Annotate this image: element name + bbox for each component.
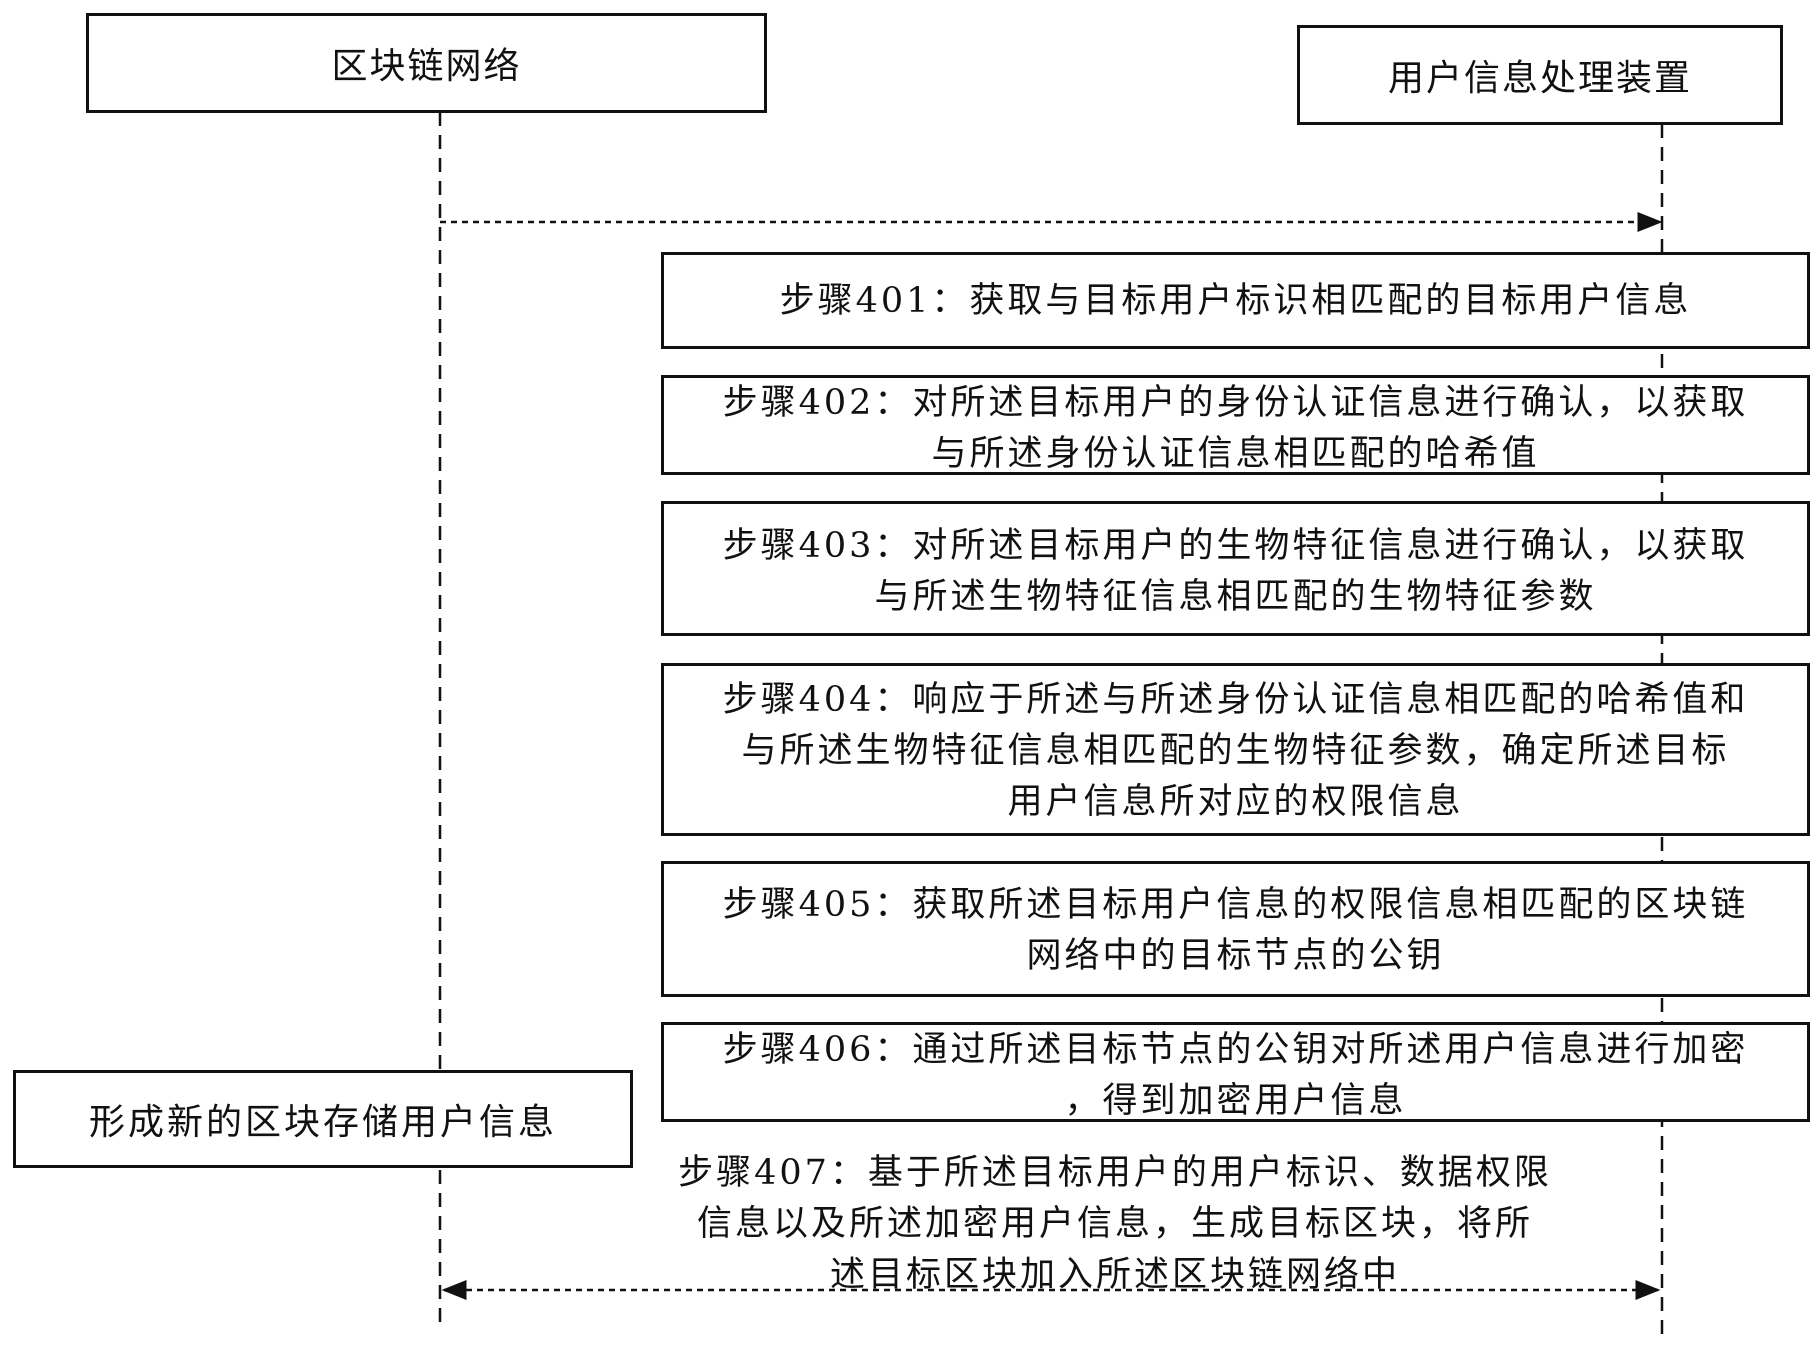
step-406-line-2: ，得到加密用户信息 [1064,1081,1407,1121]
step-405-box: 步骤405：获取所述目标用户信息的权限信息相匹配的区块链 网络中的目标节点的公钥 [661,861,1810,997]
participant-processor-label: 用户信息处理装置 [1387,58,1692,99]
new-block-box: 形成新的区块存储用户信息 [13,1070,633,1168]
step-403-box: 步骤403：对所述目标用户的生物特征信息进行确认，以获取 与所述生物特征信息相匹… [661,501,1810,636]
step-403-line-2: 与所述生物特征信息相匹配的生物特征参数 [874,577,1597,617]
step-404-line-1: 步骤404：响应于所述与所述身份认证信息相匹配的哈希值和 [722,680,1749,720]
new-block-label: 形成新的区块存储用户信息 [88,1102,557,1143]
step-401-line-1: 步骤401：获取与目标用户标识相匹配的目标用户信息 [779,281,1692,321]
step-404-box: 步骤404：响应于所述与所述身份认证信息相匹配的哈希值和 与所述生物特征信息相匹… [661,663,1810,836]
participant-blockchain-label: 区块链网络 [331,46,522,87]
step-403-line-1: 步骤403：对所述目标用户的生物特征信息进行确认，以获取 [722,526,1749,566]
step-402-line-1: 步骤402：对所述目标用户的身份认证信息进行确认，以获取 [722,383,1749,423]
step-402-box: 步骤402：对所述目标用户的身份认证信息进行确认，以获取 与所述身份认证信息相匹… [661,375,1810,475]
step-405-line-1: 步骤405：获取所述目标用户信息的权限信息相匹配的区块链 [722,885,1749,925]
step-404-line-2: 与所述生物特征信息相匹配的生物特征参数，确定所述目标 [741,731,1730,771]
step-407-line-3: 述目标区块加入所述区块链网络中 [829,1255,1400,1295]
step-406-line-1: 步骤406：通过所述目标节点的公钥对所述用户信息进行加密 [722,1030,1749,1070]
step-405-line-2: 网络中的目标节点的公钥 [1026,936,1445,976]
step-407-line-1: 步骤407：基于所述目标用户的用户标识、数据权限 [678,1153,1552,1193]
participant-blockchain: 区块链网络 [86,13,767,113]
step-404-line-3: 用户信息所对应的权限信息 [1007,782,1464,822]
step-402-line-2: 与所述身份认证信息相匹配的哈希值 [931,434,1540,474]
step-407-line-2: 信息以及所述加密用户信息，生成目标区块，将所 [696,1204,1533,1244]
step-407-text: 步骤407：基于所述目标用户的用户标识、数据权限 信息以及所述加密用户信息，生成… [635,1148,1595,1301]
step-401-box: 步骤401：获取与目标用户标识相匹配的目标用户信息 [661,252,1810,349]
participant-processor: 用户信息处理装置 [1297,25,1783,125]
step-406-box: 步骤406：通过所述目标节点的公钥对所述用户信息进行加密 ，得到加密用户信息 [661,1022,1810,1122]
